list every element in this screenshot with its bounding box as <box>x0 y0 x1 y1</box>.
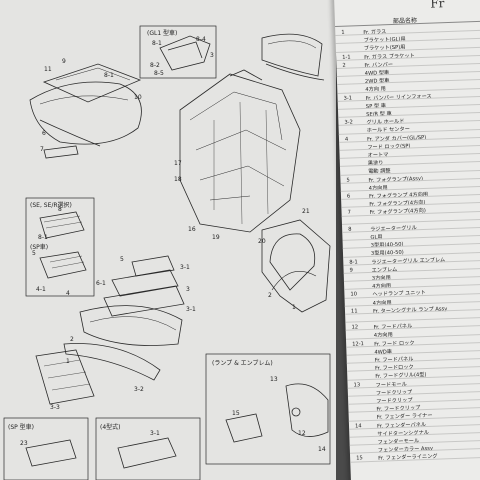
grille-inset-label-2: (SP車) <box>30 244 49 251</box>
callout-label: 3-1 <box>150 430 160 437</box>
callout-label: 6-1 <box>96 280 106 287</box>
emblem-mark <box>291 407 301 417</box>
callout-label: 16 <box>188 226 196 233</box>
bottom-inset-label-1: (SP 型車) <box>8 424 35 431</box>
callout-label: 14 <box>318 446 326 453</box>
callout-label: 8-2 <box>150 62 160 69</box>
headlamp-unit <box>225 413 263 443</box>
front-bumper <box>79 305 183 346</box>
bumper-reinforcement <box>111 269 179 297</box>
grille-inset-part-1 <box>39 211 85 239</box>
callout-label: 11 <box>44 66 52 73</box>
callout-label: 1 <box>66 358 70 365</box>
callout-label: 13 <box>270 376 278 383</box>
callout-label: 19 <box>212 234 220 241</box>
callout-label: 18 <box>174 176 182 183</box>
callout-label: 1 <box>292 304 296 311</box>
callout-label: 2 <box>268 292 272 299</box>
callout-label: 23 <box>20 440 28 447</box>
callout-label: 7 <box>40 146 44 153</box>
callout-label: 8-4 <box>196 36 206 43</box>
exploded-body-diagram <box>3 25 331 480</box>
emblem-inset-label: (ランプ & エンブレム) <box>212 360 273 367</box>
bottom-inset-part-1 <box>25 439 77 467</box>
grille-inset-part-2 <box>39 251 87 279</box>
lamp-emblem-inset-box <box>205 353 331 465</box>
callout-label: 10 <box>134 94 142 101</box>
callout-label: 6 <box>42 130 46 137</box>
callout-label: 20 <box>258 238 266 245</box>
fender-liner <box>269 233 316 291</box>
grille-inset-box <box>25 197 95 297</box>
hood-inset-label: (GL1 型車) <box>147 30 178 37</box>
hood-seal <box>39 119 101 147</box>
callout-label: 12 <box>298 430 306 437</box>
car-front-outline <box>285 383 329 437</box>
hood-inset-part <box>159 35 211 71</box>
callout-label: 3-1 <box>180 264 190 271</box>
windshield-glass <box>261 33 323 77</box>
hood-panel <box>29 81 142 145</box>
bottom-inset-part-2 <box>117 437 177 469</box>
bottom-inset-box-1 <box>3 417 89 480</box>
callout-label: 8-5 <box>154 70 164 77</box>
callout-label: 8-1 <box>104 72 114 79</box>
callout-label: 21 <box>302 208 310 215</box>
callout-label: 3-2 <box>134 386 144 393</box>
callout-label: 8-1 <box>152 40 162 47</box>
callout-label: 2 <box>70 336 74 343</box>
bottom-inset-box-2 <box>95 417 201 480</box>
bumper-lower-lip <box>63 343 161 381</box>
callout-label: 3 <box>186 286 190 293</box>
callout-label: 5 <box>32 250 36 257</box>
lower-grille-assembly <box>35 349 95 405</box>
callout-label: 3-3 <box>50 404 60 411</box>
grille-inset-label-1: (SE, SE/R選択) <box>30 202 72 209</box>
callout-label: 4-1 <box>36 286 46 293</box>
left-page-parts-diagram: (GL1 型車) (SE, SE/R選択) (SP車) (ランプ & エンブレム… <box>0 0 336 480</box>
hood-inset-box <box>139 25 217 79</box>
front-body-shell <box>179 73 301 233</box>
callout-label: 15 <box>232 410 240 417</box>
bottom-inset-label-2: (4型式) <box>100 424 121 431</box>
callout-label: 8-1 <box>38 234 48 241</box>
callout-label: 5 <box>120 256 124 263</box>
bracket-part <box>43 145 79 159</box>
callout-label: 4 <box>66 290 70 297</box>
callout-label: 3-1 <box>186 306 196 313</box>
windshield-molding <box>265 63 325 81</box>
front-fender <box>261 219 331 313</box>
callout-label: 8 <box>58 206 62 213</box>
callout-label: 9 <box>62 58 66 65</box>
cowl-panel <box>42 63 142 103</box>
radiator-grille <box>131 255 175 277</box>
callout-label: 3 <box>210 52 214 59</box>
page-header: Fr <box>430 0 445 11</box>
callout-label: 17 <box>174 160 182 167</box>
grille-lower <box>103 285 185 317</box>
